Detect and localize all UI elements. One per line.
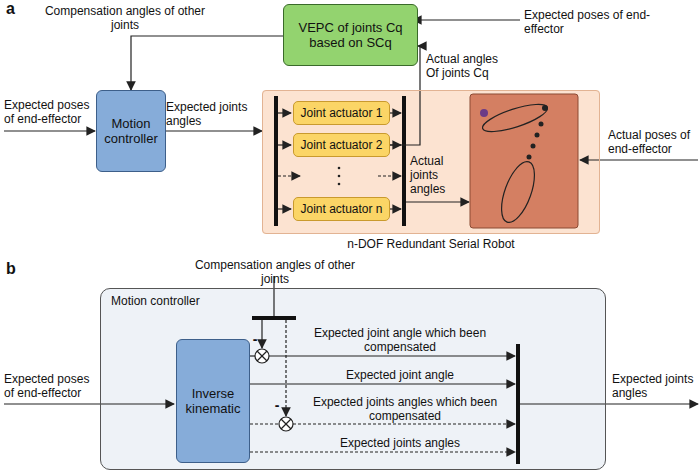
- signal-name: Expected poses of end-effector: [524, 8, 654, 36]
- dot: [338, 183, 341, 186]
- box-label: VEPC of joints Cq based on SCq: [284, 20, 417, 50]
- minus-sign: -: [250, 332, 260, 346]
- controller-panel-fill: [100, 288, 606, 470]
- actuator-box: Joint actuator n: [293, 197, 390, 221]
- summing-junction: [255, 349, 269, 363]
- signal-name: Actual joints angles: [410, 154, 468, 196]
- dot: [338, 175, 341, 178]
- signal-arrow: [278, 208, 291, 209]
- bus-bar: [252, 316, 296, 320]
- output-lines: [245, 356, 515, 452]
- lower-link: [495, 157, 541, 226]
- actuator-box: Joint actuator 1: [293, 101, 390, 125]
- kinematics-box: Inverse kinematic: [176, 339, 250, 463]
- actuator-inputs: [278, 113, 401, 209]
- signal-name: Expected joint angle which been compensa…: [310, 326, 490, 354]
- junction-cross: [281, 419, 291, 429]
- signal-connector: [131, 36, 283, 90]
- signal-arrow: [245, 451, 515, 452]
- upper-link: [480, 99, 550, 137]
- joint: [527, 155, 532, 160]
- edge-label: Compensation angles of other joints: [40, 4, 210, 32]
- junction-cross: [257, 351, 267, 361]
- bus-bar: [402, 96, 406, 226]
- joint: [539, 122, 544, 127]
- signal-name: Expected poses of end-effector: [4, 98, 94, 126]
- panel-title: n-DOF Redundant Serial Robot: [263, 237, 599, 252]
- signal-arrow: [245, 383, 515, 384]
- signal-name: Expected joint angle: [310, 368, 490, 382]
- dot: [338, 167, 341, 170]
- junction-cross: [281, 419, 291, 429]
- input-arrow: [413, 19, 520, 20]
- joint: [535, 133, 540, 138]
- signal-name: Expected joints angles which been compen…: [310, 395, 500, 423]
- joint: [542, 105, 548, 111]
- signal-arrow: [261, 320, 262, 348]
- output-arrow: [520, 403, 698, 404]
- summing-junctions: [255, 349, 293, 431]
- joint: [531, 144, 536, 149]
- input-arrow: [580, 159, 698, 160]
- ellipsis-dots: [338, 167, 341, 186]
- bus-bar: [516, 344, 520, 464]
- box-label: Joint actuator 1: [297, 106, 385, 121]
- box-label: Motion controller: [97, 116, 165, 146]
- panel-letter: a: [6, 2, 22, 16]
- signal-name: Compensation angles of other joints: [180, 258, 370, 286]
- panel-title: Motion controller: [111, 294, 200, 309]
- input-arrow: [4, 403, 174, 404]
- output-arrow: [406, 201, 469, 202]
- edge-label: Actual angles Of joints Cq: [426, 52, 512, 80]
- controller-box: Motion controller: [96, 90, 166, 172]
- signal-name: Expected joints angles: [310, 436, 490, 450]
- actuator-box: Joint actuator 2: [293, 133, 390, 157]
- bus-bar: [274, 96, 278, 226]
- signal-arrow: [285, 320, 286, 416]
- signal-arrow: [269, 355, 515, 356]
- signal-name: Expected poses of end-effector: [4, 372, 96, 400]
- panel-letter: b: [6, 262, 22, 276]
- signal-arrow: [278, 112, 291, 113]
- signal-arrow: [278, 175, 300, 176]
- minus-sign: -: [272, 398, 282, 412]
- process-box: VEPC of joints Cq based on SCq: [283, 4, 418, 66]
- box-label: Inverse kinematic: [177, 386, 249, 416]
- box-label: Joint actuator 2: [297, 138, 385, 153]
- signal-arrow: [378, 175, 401, 176]
- signal-connector: [166, 130, 262, 131]
- signal-arrow: [278, 144, 291, 145]
- junction-cross: [257, 351, 267, 361]
- summing-junction: [279, 417, 293, 431]
- robot-panel-fill: [262, 90, 600, 234]
- illustration-frame: [470, 94, 578, 228]
- edge-label: Expected joints angles: [166, 100, 260, 128]
- signal-arrow: [293, 423, 515, 424]
- base-joint: [480, 109, 488, 117]
- signal-name: Actual poses of end-effector: [608, 128, 696, 156]
- signal-line: [245, 423, 279, 424]
- input-arrow: [4, 130, 95, 131]
- signal-name: Expected joints angles: [612, 372, 698, 400]
- robot-illustration: [470, 94, 578, 228]
- box-label: Joint actuator n: [297, 202, 385, 217]
